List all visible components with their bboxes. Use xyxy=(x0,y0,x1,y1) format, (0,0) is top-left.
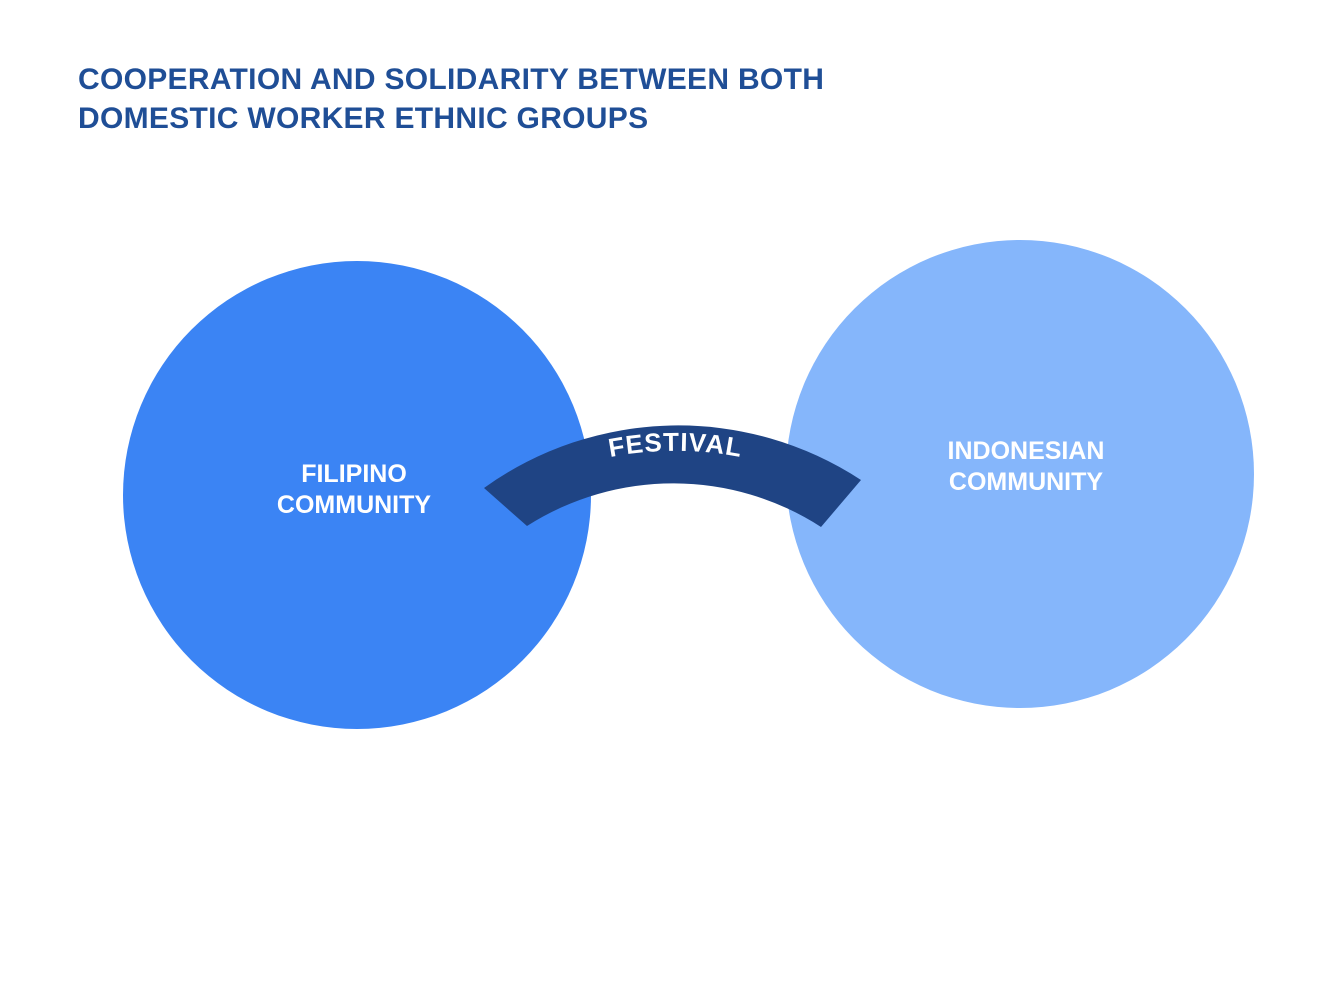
page-title: COOPERATION AND SOLIDARITY BETWEEN BOTH … xyxy=(78,60,1078,138)
title-line-1: COOPERATION AND SOLIDARITY BETWEEN BOTH xyxy=(78,63,825,96)
indonesian-community-circle xyxy=(786,240,1254,708)
filipino-label-line-1: FILIPINO xyxy=(301,460,407,488)
title-line-2: DOMESTIC WORKER ETHNIC GROUPS xyxy=(78,102,649,135)
indonesian-label-line-1: INDONESIAN xyxy=(948,437,1105,465)
festival-bridge xyxy=(484,425,861,527)
filipino-label-line-2: COMMUNITY xyxy=(277,491,431,519)
indonesian-label-line-2: COMMUNITY xyxy=(949,468,1103,496)
filipino-community-circle xyxy=(123,261,591,729)
